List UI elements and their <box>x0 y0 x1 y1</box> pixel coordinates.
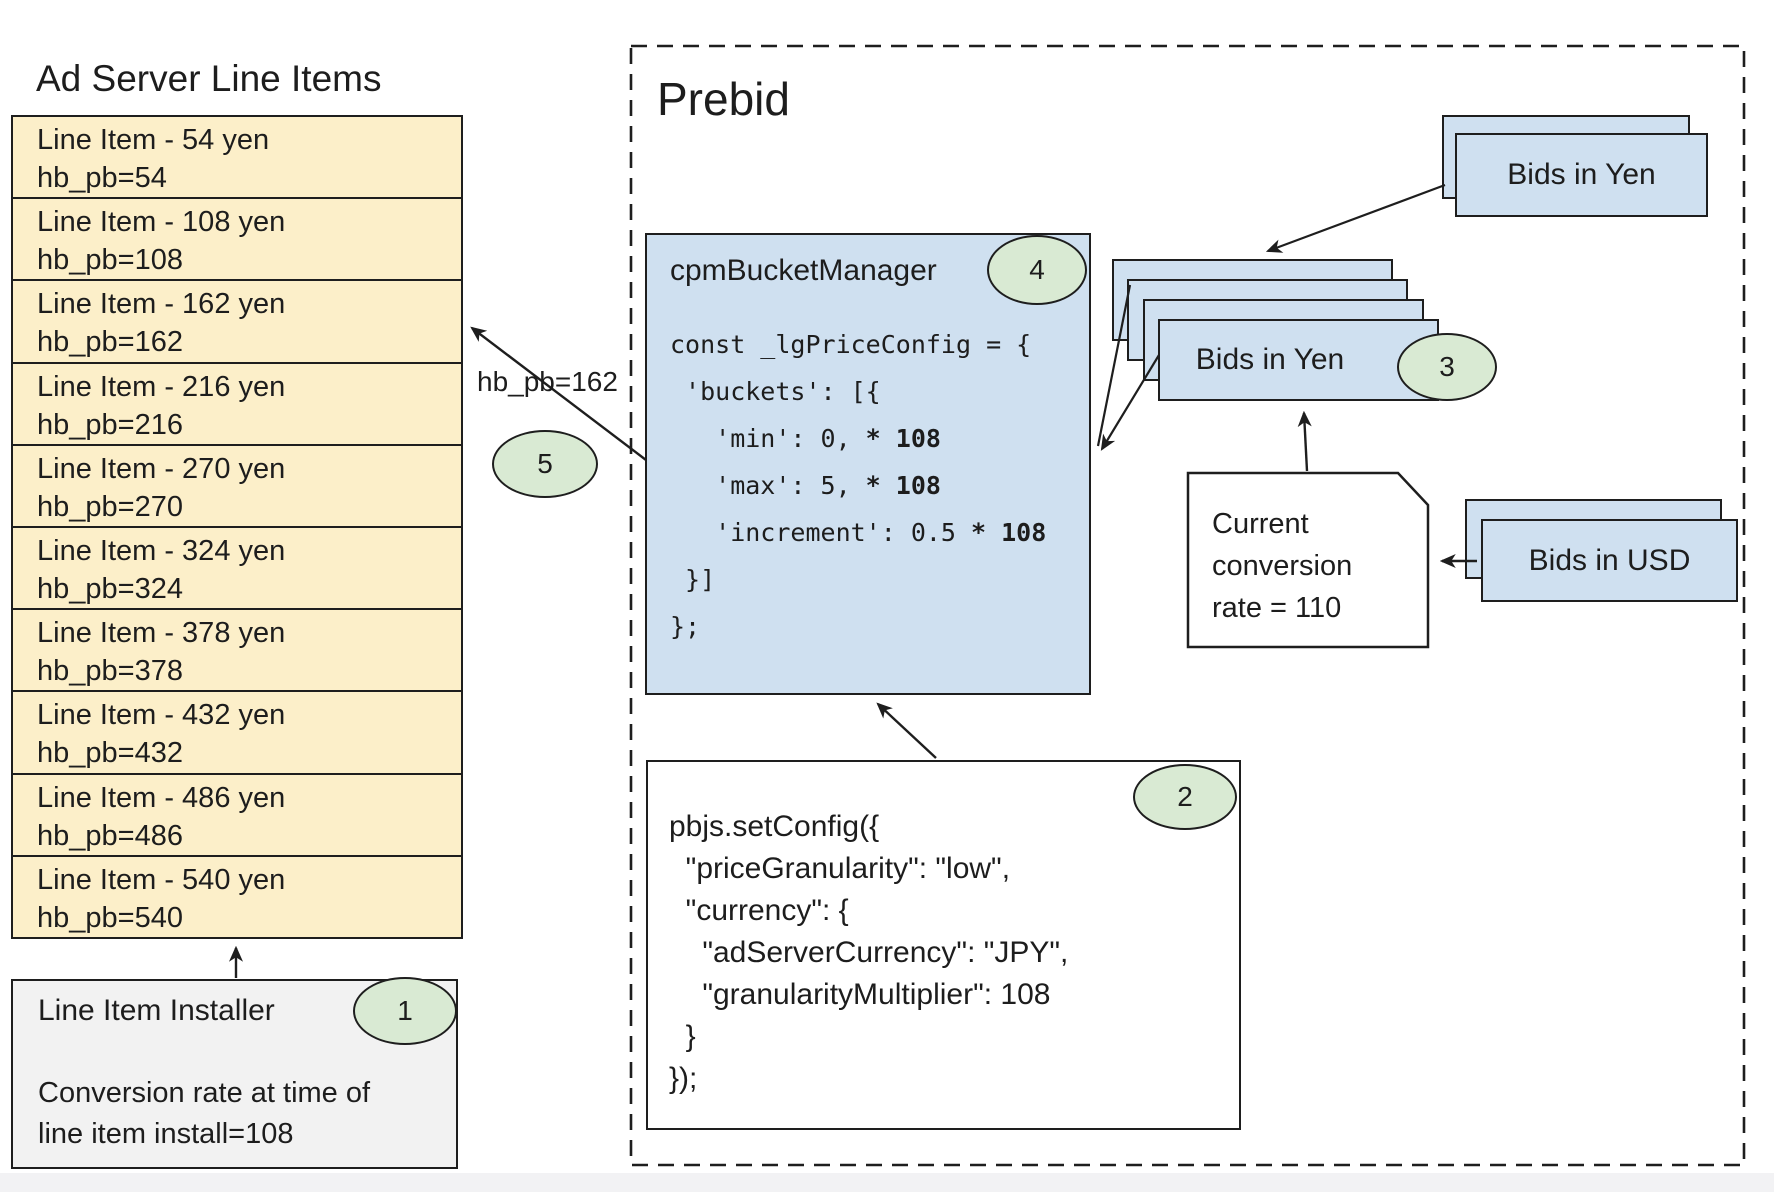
hb-pb-flow-label: hb_pb=162 <box>477 366 618 397</box>
step-badge-1: 1 <box>353 977 457 1045</box>
bids-in-yen-stack-label: Bids in Yen <box>1195 343 1345 376</box>
ad-server-title: Ad Server Line Items <box>36 58 382 99</box>
installer-title: Line Item Installer <box>38 994 275 1027</box>
installer-note: Conversion rate at time of line item ins… <box>38 1077 371 1150</box>
arrow-note-to-yen-stack <box>1297 410 1312 472</box>
step-badge-4: 4 <box>987 235 1087 305</box>
cpm-bucket-manager-code: const _lgPriceConfig = { 'buckets': [{ '… <box>670 330 1047 641</box>
bottom-strip <box>0 1173 1774 1192</box>
bids-in-usd-label: Bids in USD <box>1528 543 1691 577</box>
bids-in-yen-top-label: Bids in Yen <box>1507 158 1656 191</box>
cpm-bucket-manager-label: cpmBucketManager <box>670 254 937 287</box>
step-badge-3: 3 <box>1397 333 1497 401</box>
arrow-setconfig-to-cpm <box>876 702 937 759</box>
pbjs-set-config-code: pbjs.setConfig({ "priceGranularity": "lo… <box>669 810 1069 1095</box>
step-badge-2: 2 <box>1133 764 1237 830</box>
step-badge-5: 5 <box>492 430 598 498</box>
prebid-title: Prebid <box>657 73 790 125</box>
conversion-rate-note: Current conversion rate = 110 <box>1212 508 1353 624</box>
arrow-yen-top-to-yen-stack <box>1265 183 1446 253</box>
